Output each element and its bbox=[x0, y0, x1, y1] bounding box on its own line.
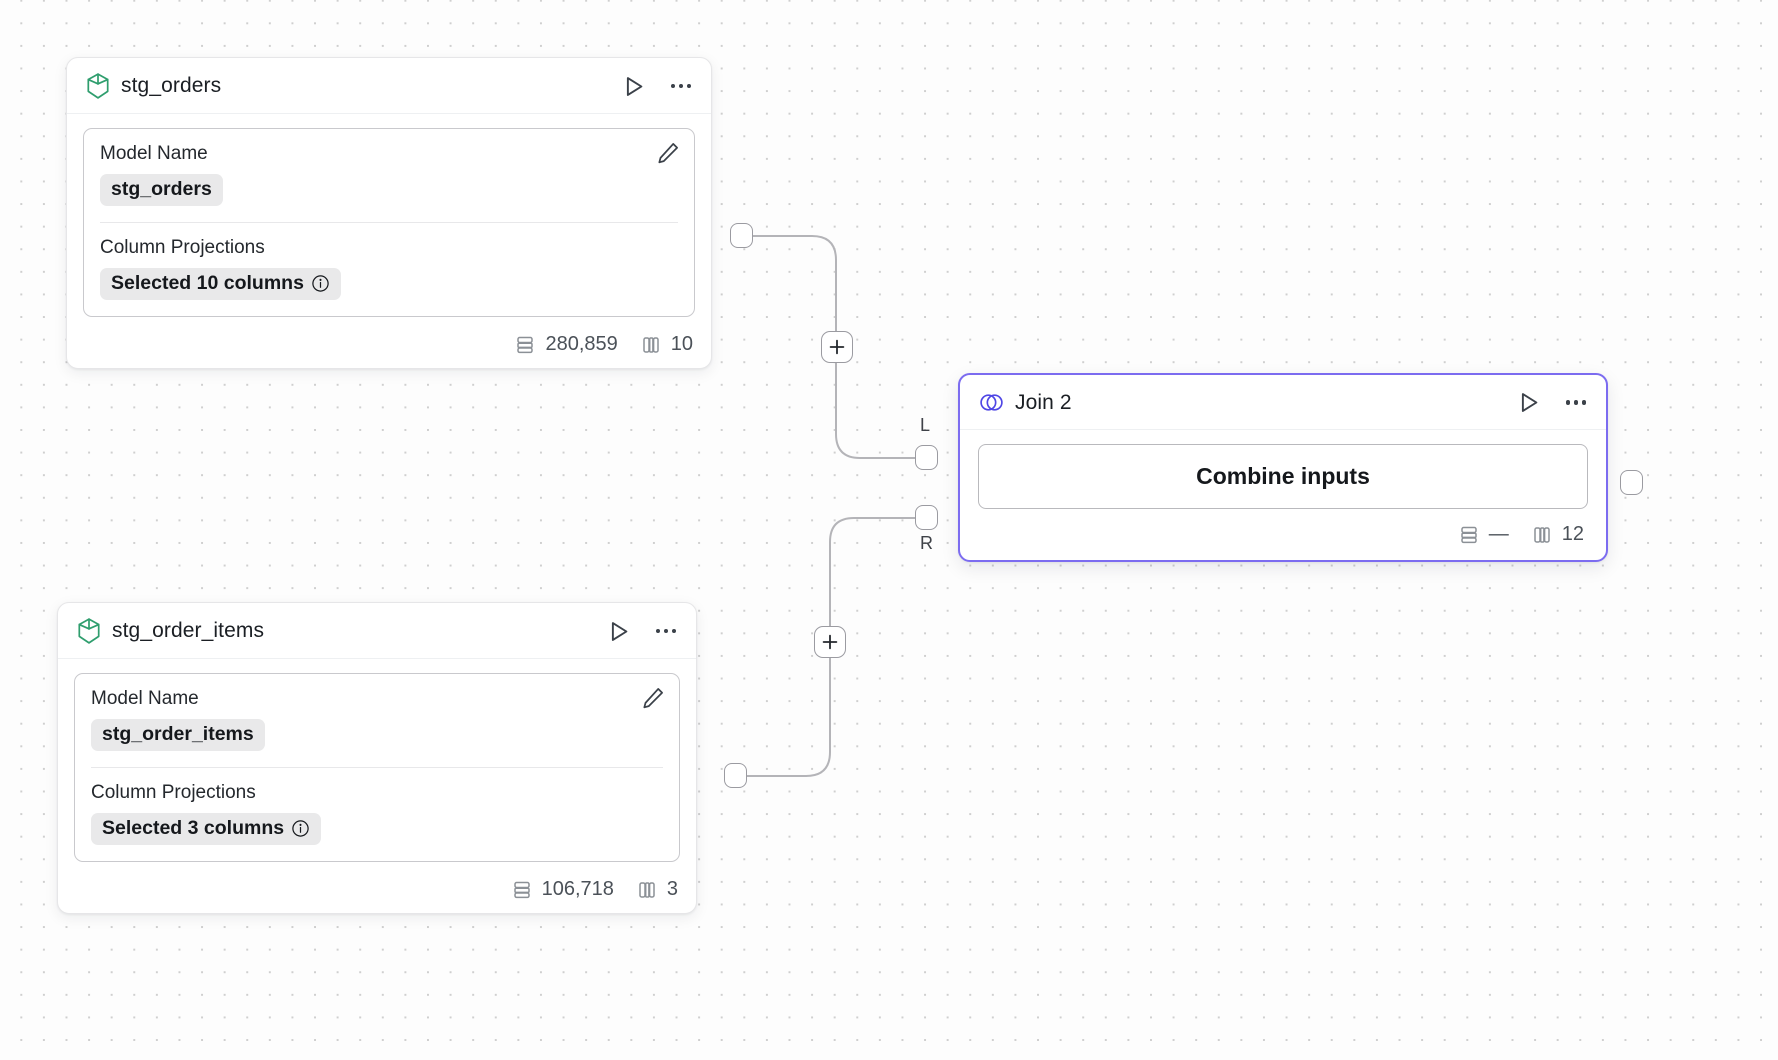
field-label-model-name: Model Name bbox=[100, 143, 208, 164]
stat-rows: — bbox=[1458, 523, 1509, 546]
add-node-button-upper[interactable] bbox=[821, 331, 853, 363]
chip-value: stg_order_items bbox=[102, 723, 254, 745]
node-title: stg_orders bbox=[121, 74, 222, 97]
output-port-stg-orders[interactable] bbox=[730, 223, 753, 248]
output-port-stg-order-items[interactable] bbox=[724, 763, 747, 788]
chip-value: Selected 3 columns bbox=[102, 817, 285, 839]
cube-icon bbox=[85, 72, 111, 100]
output-port-join-2[interactable] bbox=[1620, 470, 1643, 495]
divider bbox=[91, 767, 663, 768]
add-node-button-lower[interactable] bbox=[814, 626, 846, 658]
plus-icon bbox=[822, 634, 838, 650]
stat-rows: 106,718 bbox=[511, 878, 614, 901]
rows-value: — bbox=[1488, 523, 1509, 545]
node-header: stg_orders bbox=[67, 58, 711, 114]
play-icon[interactable] bbox=[620, 73, 647, 100]
model-config-panel: Model Name stg_order_items Column Projec… bbox=[74, 673, 680, 862]
rows-value: 280,859 bbox=[545, 333, 618, 355]
rows-value: 106,718 bbox=[541, 878, 614, 900]
field-label-column-projections: Column Projections bbox=[100, 237, 265, 258]
node-body: Combine inputs bbox=[960, 430, 1606, 517]
chip-value: Selected 10 columns bbox=[111, 272, 304, 294]
node-body: Model Name stg_orders Column Projections… bbox=[67, 114, 711, 327]
chip-column-projections[interactable]: Selected 10 columns bbox=[100, 268, 341, 300]
info-icon[interactable] bbox=[311, 274, 330, 293]
node-stg-order-items[interactable]: stg_order_items Model Name stg_orde bbox=[57, 602, 697, 914]
columns-icon bbox=[1531, 524, 1553, 546]
node-title: stg_order_items bbox=[112, 619, 265, 642]
node-body: Model Name stg_order_items Column Projec… bbox=[58, 659, 696, 872]
columns-value: 3 bbox=[666, 878, 678, 900]
node-stg-orders[interactable]: stg_orders Model Name stg_orders bbox=[66, 57, 712, 369]
stat-columns: 3 bbox=[636, 878, 678, 901]
combine-inputs-label: Combine inputs bbox=[1196, 463, 1370, 489]
columns-value: 10 bbox=[670, 333, 693, 355]
stat-rows: 280,859 bbox=[514, 333, 618, 356]
field-label-model-name: Model Name bbox=[91, 688, 199, 709]
pencil-icon[interactable] bbox=[655, 140, 681, 171]
input-port-right-join-2[interactable] bbox=[915, 505, 938, 530]
more-options-icon[interactable] bbox=[1564, 396, 1588, 408]
node-footer: 106,718 3 bbox=[58, 872, 696, 913]
node-header: Join 2 bbox=[960, 375, 1606, 430]
chip-column-projections[interactable]: Selected 3 columns bbox=[91, 813, 322, 845]
play-icon[interactable] bbox=[1515, 389, 1542, 416]
more-options-icon[interactable] bbox=[669, 80, 693, 92]
node-header: stg_order_items bbox=[58, 603, 696, 659]
node-footer: — 12 bbox=[960, 517, 1606, 560]
columns-icon bbox=[636, 879, 658, 901]
chip-value: stg_orders bbox=[111, 178, 212, 200]
columns-icon bbox=[640, 334, 662, 356]
model-config-panel: Model Name stg_orders Column Projections… bbox=[83, 128, 695, 317]
columns-value: 12 bbox=[1561, 523, 1584, 545]
rows-icon bbox=[511, 879, 533, 901]
divider bbox=[100, 222, 678, 223]
venn-join-icon bbox=[978, 389, 1005, 416]
stat-columns: 12 bbox=[1531, 523, 1584, 546]
pencil-icon[interactable] bbox=[640, 685, 666, 716]
node-footer: 280,859 10 bbox=[67, 327, 711, 368]
input-port-label-right: R bbox=[920, 533, 934, 553]
input-port-label-left: L bbox=[920, 415, 931, 435]
cube-icon bbox=[76, 617, 102, 645]
combine-inputs-button[interactable]: Combine inputs bbox=[978, 444, 1588, 509]
node-join-2[interactable]: Join 2 Combine inputs bbox=[958, 373, 1608, 562]
input-port-left-join-2[interactable] bbox=[915, 445, 938, 470]
rows-icon bbox=[1458, 524, 1480, 546]
rows-icon bbox=[514, 334, 536, 356]
chip-model-name[interactable]: stg_orders bbox=[100, 174, 223, 206]
more-options-icon[interactable] bbox=[654, 625, 678, 637]
plus-icon bbox=[829, 339, 845, 355]
info-icon[interactable] bbox=[291, 819, 310, 838]
node-title: Join 2 bbox=[1015, 390, 1072, 414]
play-icon[interactable] bbox=[605, 618, 632, 645]
chip-model-name[interactable]: stg_order_items bbox=[91, 719, 265, 751]
field-label-column-projections: Column Projections bbox=[91, 782, 256, 803]
stat-columns: 10 bbox=[640, 333, 693, 356]
